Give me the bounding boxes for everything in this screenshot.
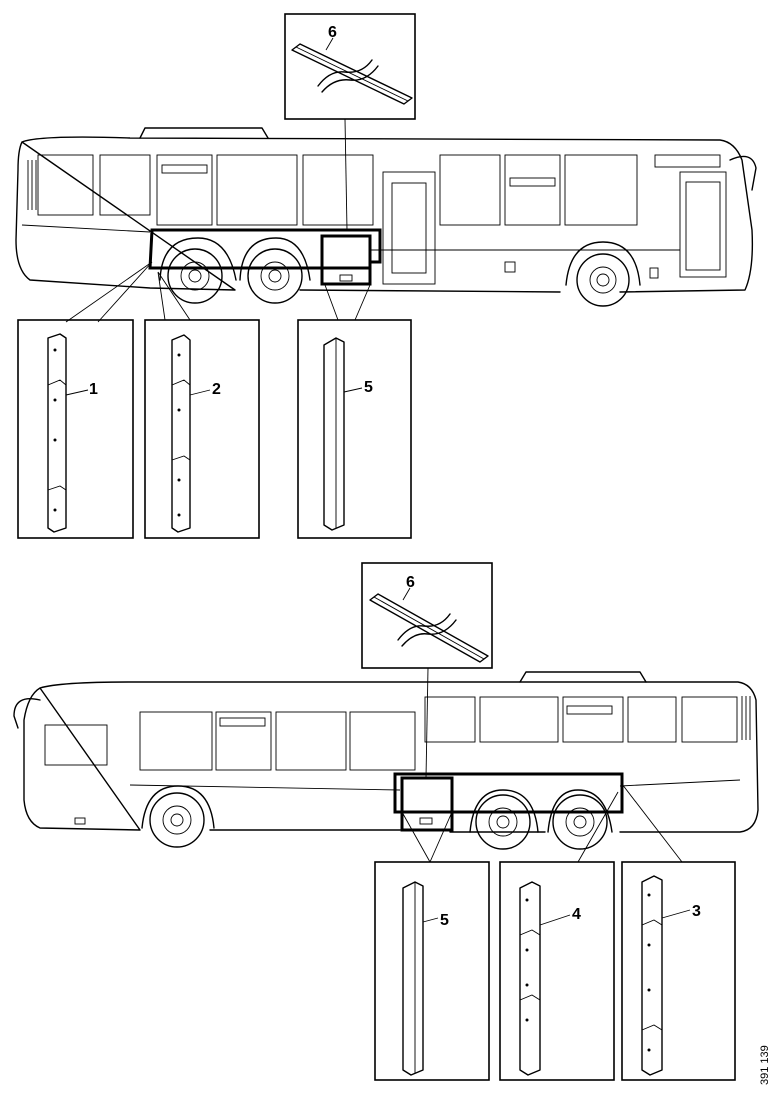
leader-2 [157,271,191,321]
bottom-bus-wheel-3 [552,794,608,850]
leader-3 [621,783,683,863]
top-bus-wheel-2 [247,248,303,304]
callout-3: 3 [692,903,701,920]
detail-box-5-bottom: 5 [374,861,490,1081]
callout-1: 1 [89,381,98,398]
bottom-bus-wheel-1 [149,792,205,848]
leader-4 [577,791,619,863]
bottom-bus-wheel-2 [475,794,531,850]
detail-box-3: 3 [621,861,736,1081]
callout-6-bottom: 6 [406,574,415,591]
top-bus-wheel-1 [167,248,223,304]
bottom-detail-6: 6 [361,562,493,669]
leader-1 [65,261,153,323]
bottom-bus [13,671,759,850]
leader-6-bottom [425,667,429,779]
reference-number: 391 139 [759,1045,771,1085]
callout-5-bottom: 5 [440,912,449,929]
callout-2: 2 [212,381,221,398]
detail-box-1: 1 [17,319,134,539]
detail-box-5-top: 5 [297,319,412,539]
top-side-hatch [320,234,372,286]
callout-5-top: 5 [364,379,373,396]
leader-5-top [324,284,371,321]
top-bus-wheel-3 [576,253,630,307]
callout-6-top: 6 [328,24,337,41]
top-bus [15,127,757,307]
leader-5-bottom [401,811,453,863]
leader-6-top [344,118,348,231]
callout-4: 4 [572,906,581,923]
top-detail-6: 6 [284,13,416,120]
detail-box-2: 2 [144,319,260,539]
bottom-side-hatch [400,776,454,832]
detail-box-4: 4 [499,861,615,1081]
bottom-highlight-panel [393,772,624,814]
